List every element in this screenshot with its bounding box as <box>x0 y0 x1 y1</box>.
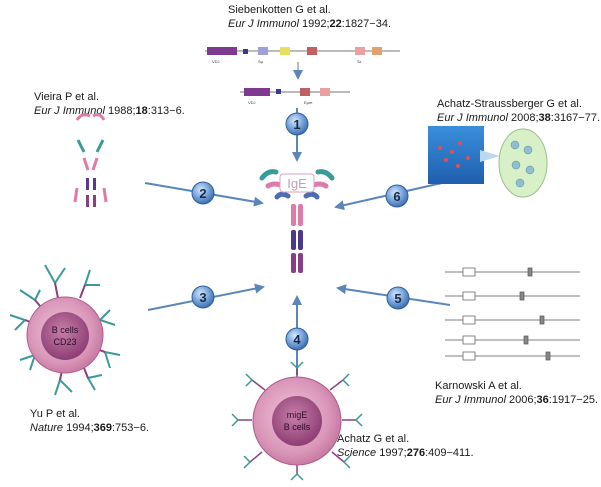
migration-panel <box>428 126 548 198</box>
step-badges: 1 2 3 4 5 6 <box>191 112 410 351</box>
citation-achatz-straussberger: Achatz-Straussberger G et al. Eur J Immu… <box>437 98 601 124</box>
bcell-label-1: B cells <box>52 325 79 335</box>
svg-text:Sε: Sε <box>357 59 362 64</box>
citation-achatz: Achatz G et al. Science 1997;276:409−411… <box>337 433 474 459</box>
badge-1: 1 <box>293 117 300 132</box>
badge-4: 4 <box>293 332 301 347</box>
svg-text:VDJ: VDJ <box>248 100 256 105</box>
ige-label: IgE <box>287 176 307 191</box>
antibody-chains <box>73 113 108 207</box>
badge-5: 5 <box>394 291 401 306</box>
gene-locus-diagram: VDJ Sμ Sε VDJ Eμm <box>205 47 400 105</box>
mige-label-1: migE <box>287 410 308 420</box>
bcell-label-2: CD23 <box>53 337 76 347</box>
mige-label-2: B cells <box>284 422 311 432</box>
b-cell: B cells CD23 <box>9 264 121 396</box>
citation-yu: Yu P et al. Nature 1994;369:753−6. <box>30 408 149 434</box>
citation-vieira: Vieira P et al. Eur J Immunol 1988;18:31… <box>34 91 185 117</box>
badge-2: 2 <box>199 186 206 201</box>
citation-karnowski: Karnowski A et al. Eur J Immunol 2006;36… <box>435 380 599 406</box>
ige-antibody: IgE <box>259 169 335 273</box>
badge-3: 3 <box>199 290 206 305</box>
svg-text:VDJ: VDJ <box>212 59 220 64</box>
badge-6: 6 <box>393 189 400 204</box>
citation-siebenkotten: Siebenkotten G et al. Eur J Immunol 1992… <box>228 4 392 30</box>
mige-b-cell: migE B cells <box>231 361 363 481</box>
svg-text:Eμm: Eμm <box>304 100 313 105</box>
splice-variant-diagram <box>445 267 580 361</box>
svg-text:Sμ: Sμ <box>258 59 264 64</box>
